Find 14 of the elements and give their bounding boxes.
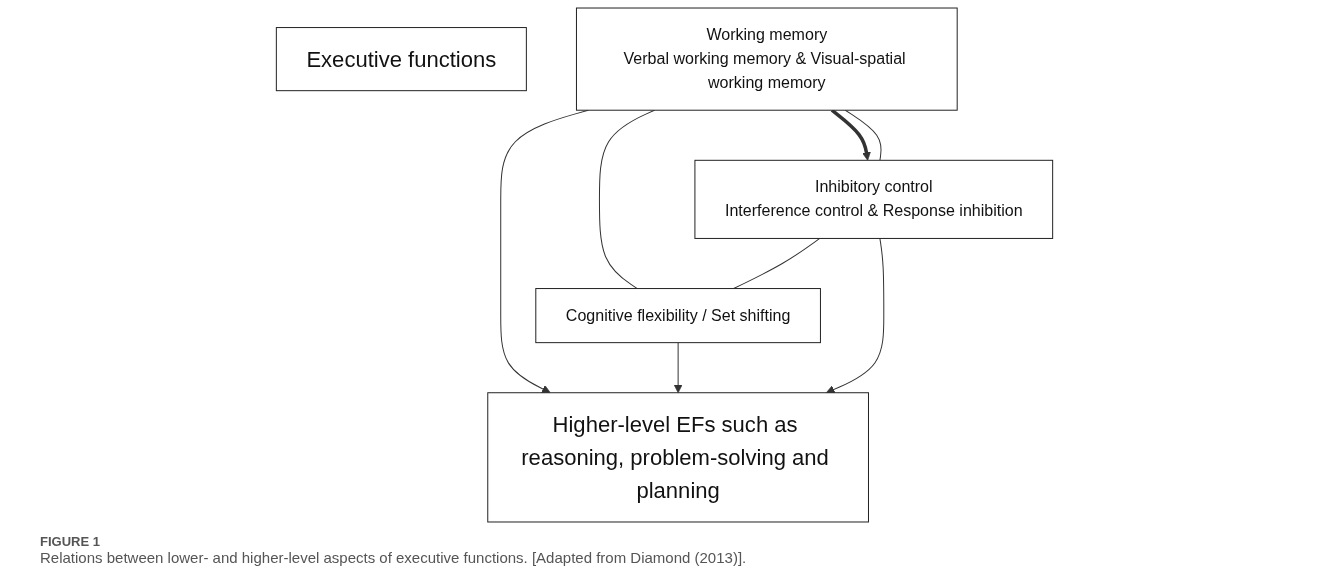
arrow (500, 109, 589, 394)
caption: Relations between lower- and higher-level aspects of executive functions. [Adapted from Diamond (2013)]. (40, 549, 748, 566)
arrow (825, 237, 885, 394)
connector (598, 109, 655, 290)
node-box (487, 392, 869, 523)
arrow (673, 342, 683, 394)
node-box (535, 288, 821, 344)
node-box (275, 27, 527, 92)
flowchart: Executive functions Working memory Verbal working memory & Visual-spatial working memory Inhibitory control Interference control & Response inhibition Cognitive flexibility / Set shifting Higher-level EFs such as reasoning, problem-solving and planning (0, 0, 1329, 530)
connector (844, 109, 882, 161)
connector (733, 237, 821, 290)
node-box (694, 159, 1054, 239)
figure-number: FIGURE 1 (40, 534, 101, 549)
node-box (575, 7, 958, 111)
